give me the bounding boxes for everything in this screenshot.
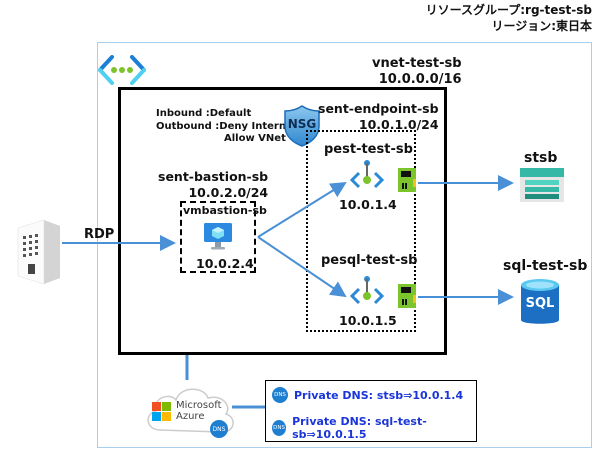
dns-record-text: Private DNS: stsb⇒10.0.1.4 <box>294 388 464 402</box>
bastion-subnet-name: sent-bastion-sb <box>158 169 269 184</box>
network-interface-icon <box>398 284 416 308</box>
rdp-label: RDP <box>84 227 115 242</box>
private-endpoint-name: pesql-test-sb <box>321 253 418 268</box>
endpoint-subnet-box <box>306 130 416 332</box>
vm-name: vmbastion-sb <box>183 204 267 217</box>
nsg-badge: NSG <box>287 117 317 131</box>
dns-icon: DNS <box>272 387 288 403</box>
microsoft-logo-icon <box>152 402 171 421</box>
nsg-rule-outbound: Outbound :Deny Internet <box>156 120 298 132</box>
resource-group-label: リソースグループ:rg-test-sb <box>425 3 592 17</box>
bastion-subnet-box <box>180 201 256 273</box>
nsg-rules: Inbound :Default Outbound :Deny Internet… <box>156 108 298 146</box>
vm-ip: 10.0.2.4 <box>196 256 254 271</box>
endpoint-subnet-name: sent-endpoint-sb <box>318 101 439 116</box>
azure-logo-text: Microsoft Azure <box>176 400 222 422</box>
nsg-rule-allow: Allow VNet <box>224 133 286 144</box>
private-endpoint-ip: 10.0.1.4 <box>339 197 397 212</box>
sql-database-icon: SQL <box>520 278 560 328</box>
vm-to-pe1-arrow <box>257 181 347 238</box>
storage-account-icon <box>520 168 564 202</box>
resource-group-frame <box>97 42 592 448</box>
bastion-subnet-cidr: 10.0.2.0/24 <box>188 185 269 200</box>
vnet-icon <box>98 55 146 85</box>
vm-to-pe2-arrow <box>257 236 347 298</box>
azure-line1: Microsoft <box>176 400 222 411</box>
vnet-box <box>118 87 447 355</box>
dns-record: DNS Private DNS: sql-test-sb⇒10.0.1.5 <box>272 415 476 441</box>
storage-name: stsb <box>524 150 558 166</box>
private-endpoint-icon <box>350 160 416 192</box>
dns-record-text: Private DNS: sql-test-sb⇒10.0.1.5 <box>292 415 427 441</box>
region-label: リージョン:東日本 <box>491 19 592 33</box>
azure-line2: Azure <box>176 411 205 422</box>
azure-cloud: Microsoft Azure DNS <box>142 378 238 440</box>
private-endpoint-name: pest-test-sb <box>324 142 413 157</box>
cloud-icon <box>147 388 234 433</box>
virtual-machine-icon <box>204 223 232 250</box>
vnet-label: vnet-test-sb 10.0.0.0/16 <box>372 56 462 88</box>
resource-info: リソースグループ:rg-test-sb リージョン:東日本 <box>426 2 592 34</box>
vnet-name: vnet-test-sb <box>372 56 462 71</box>
bastion-subnet-label: sent-bastion-sb 10.0.2.0/24 <box>158 169 268 201</box>
vnet-cidr: 10.0.0.0/16 <box>378 72 462 87</box>
endpoint-subnet-cidr: 10.0.1.0/24 <box>358 117 439 132</box>
dns-zone-icon: DNS <box>210 420 228 438</box>
nsg-shield-icon: NSG <box>283 104 321 148</box>
dns-record: DNS Private DNS: stsb⇒10.0.1.4 <box>272 387 463 403</box>
sql-name: sql-test-sb <box>503 258 588 274</box>
private-dns-box: DNS Private DNS: stsb⇒10.0.1.4 DNS Priva… <box>265 380 477 442</box>
building-icon <box>17 219 60 284</box>
nsg-rule-inbound: Inbound :Default <box>156 108 252 119</box>
endpoint-subnet-label: sent-endpoint-sb 10.0.1.0/24 <box>318 101 439 133</box>
private-endpoint-icon <box>350 276 416 308</box>
private-endpoint-ip: 10.0.1.5 <box>339 313 397 328</box>
dns-icon: DNS <box>272 420 287 436</box>
network-interface-icon <box>398 168 416 192</box>
sql-icon-text: SQL <box>525 296 555 311</box>
